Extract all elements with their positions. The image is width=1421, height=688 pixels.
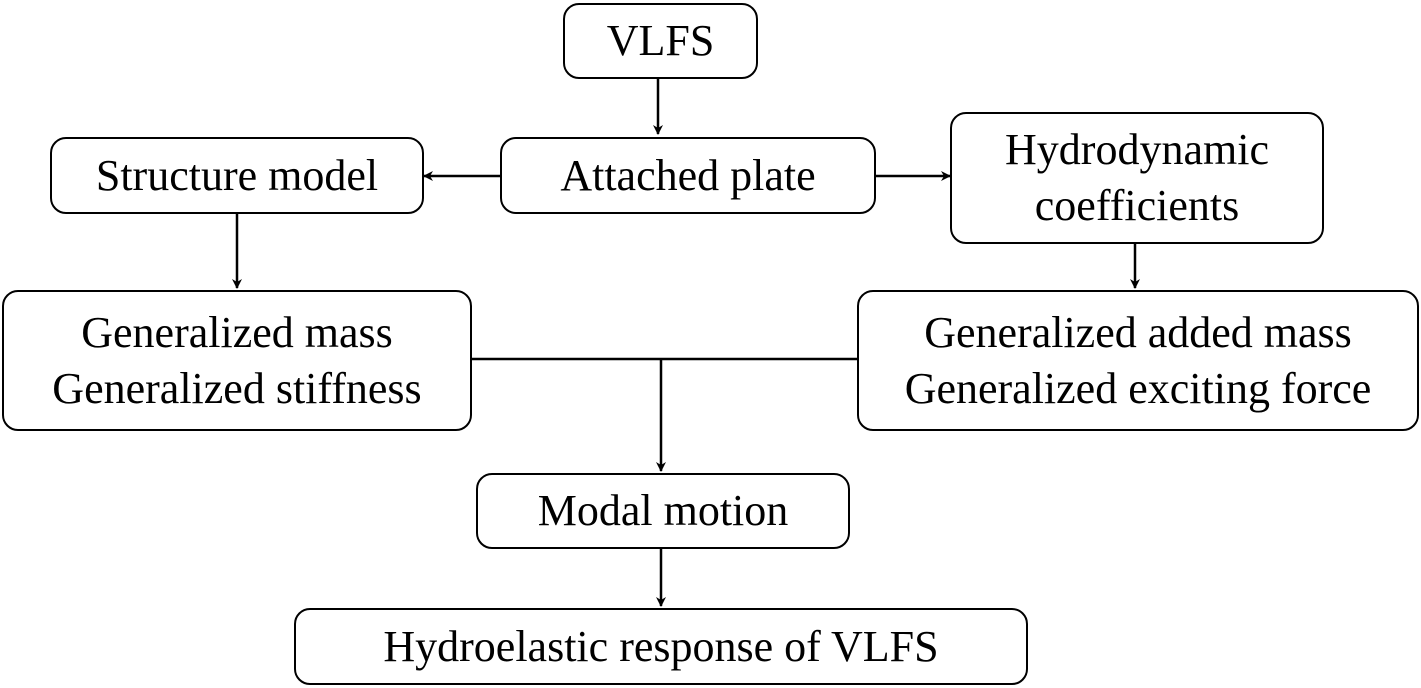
node-attached-plate-label: Attached plate xyxy=(560,150,816,200)
node-generalized-mass-line-1: Generalized mass xyxy=(81,307,393,357)
node-structure-model: Structure model xyxy=(50,137,424,214)
node-modal-motion-label: Modal motion xyxy=(537,486,789,536)
node-attached-plate: Attached plate xyxy=(500,137,876,214)
node-vlfs: VLFS xyxy=(563,3,758,79)
node-generalized-added-mass-line-2: Generalized exciting force xyxy=(904,363,1372,413)
node-generalized-mass-stiffness: Generalized mass Generalized stiffness xyxy=(2,290,472,431)
node-hydroelastic-response: Hydroelastic response of VLFS xyxy=(294,608,1028,685)
node-hydrodynamic-coefficients: Hydrodynamic coefficients xyxy=(950,112,1324,244)
node-generalized-mass-line-2: Generalized stiffness xyxy=(52,363,422,413)
node-structure-model-label: Structure model xyxy=(95,150,379,200)
node-hydrodynamic-line-1: Hydrodynamic xyxy=(1005,125,1269,175)
node-generalized-added-mass-force: Generalized added mass Generalized excit… xyxy=(857,290,1419,431)
node-hydrodynamic-line-2: coefficients xyxy=(1034,181,1240,230)
node-generalized-added-mass-line-1: Generalized added mass xyxy=(924,307,1352,357)
node-vlfs-label: VLFS xyxy=(606,16,715,66)
node-modal-motion: Modal motion xyxy=(476,473,850,549)
node-hydroelastic-response-label: Hydroelastic response of VLFS xyxy=(383,621,939,671)
